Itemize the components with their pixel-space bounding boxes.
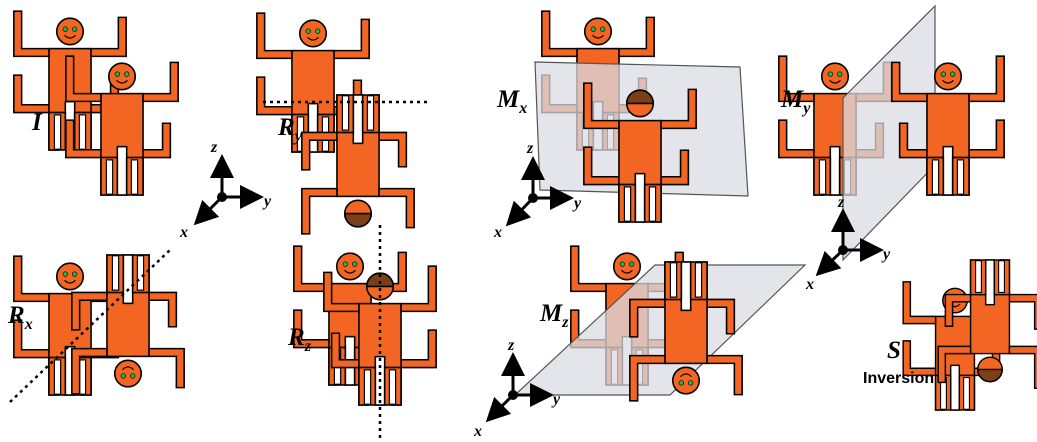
svg-text:y: y (551, 391, 561, 408)
label-rot-z: Rz (287, 324, 312, 355)
mirror-x-figures (534, 10, 749, 223)
axes-triad-right: z y x (805, 194, 891, 293)
svg-text:z: z (837, 194, 845, 211)
axes-triad-left: z y x (179, 139, 272, 241)
label-mir-y: My (780, 86, 811, 117)
mirror-y-figures (778, 4, 1005, 262)
inversion-figures (902, 259, 1037, 411)
rotation-axis-line (9, 249, 171, 403)
axes-triad-bottom: z y x (473, 337, 561, 440)
label-mir-z: Mz (539, 300, 569, 331)
svg-text:x: x (493, 224, 502, 241)
rotation-z-figures (293, 225, 437, 440)
label-identity: I (31, 109, 43, 136)
rotation-x-figures (9, 249, 185, 403)
label-mir-x: Mx (496, 86, 527, 117)
svg-text:x: x (805, 276, 814, 293)
mirror-z-figures (513, 245, 807, 402)
svg-text:x: x (473, 423, 482, 440)
svg-text:y: y (881, 246, 891, 263)
axes-triad-mid: z y x (493, 140, 582, 241)
svg-text:z: z (507, 337, 515, 354)
label-rot-y: Ry (277, 114, 303, 145)
axis-label-z: z (210, 139, 218, 156)
mirror-plane (513, 264, 807, 396)
label-rot-x: Rx (7, 302, 33, 333)
label-inversion-symbol: S (887, 337, 901, 364)
identity-figures (13, 10, 179, 196)
mirror-plane (842, 4, 936, 262)
label-inversion-text: Inversion (863, 370, 934, 387)
axis-label-x: x (179, 224, 188, 241)
axis-label-y: y (262, 193, 272, 210)
svg-text:y: y (572, 195, 582, 212)
svg-text:z: z (526, 140, 534, 157)
